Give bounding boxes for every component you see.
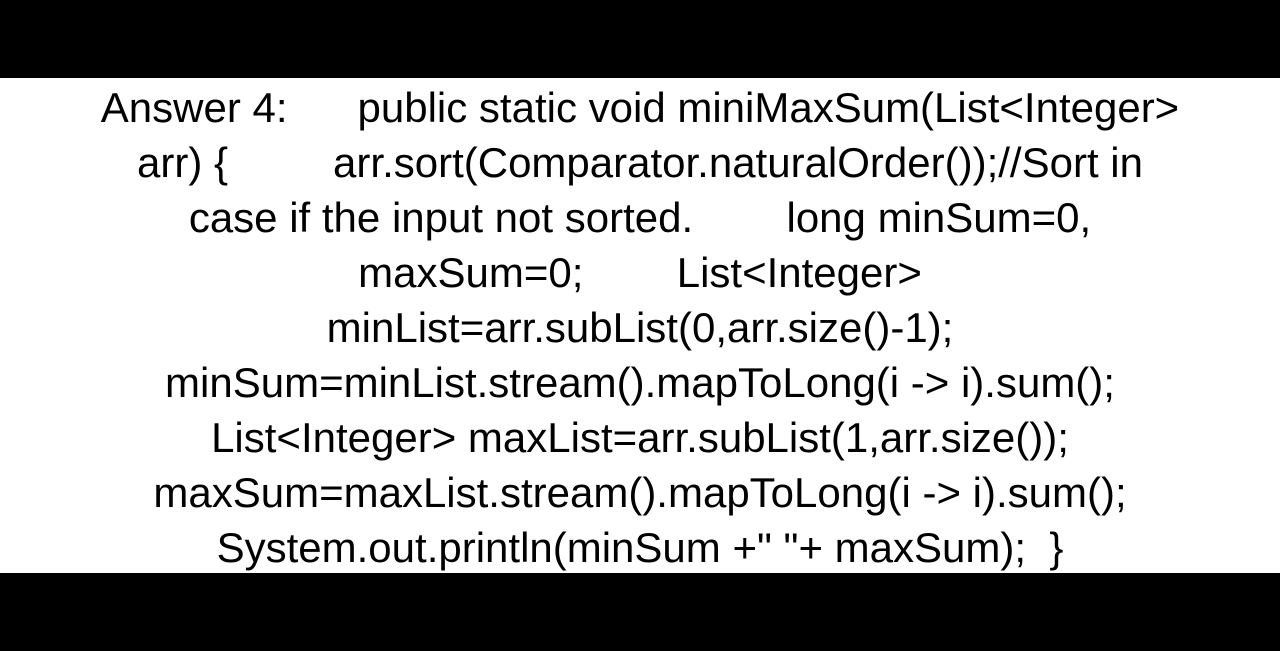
answer-text-panel: Answer 4: public static void miniMaxSum(… [0,78,1280,573]
answer-line-1: Answer 4: public static void miniMaxSum(… [100,84,1180,131]
answer-line-2: arr) { arr.sort(Comparator.naturalOrder(… [137,139,1143,186]
answer-line-4: maxSum=0; List<Integer> [358,249,922,296]
answer-line-8: maxSum=maxList.stream().mapToLong(i -> i… [153,469,1127,516]
answer-line-5: minList=arr.subList(0,arr.size()-1); [326,304,954,351]
top-letterbox-bar [0,0,1280,78]
answer-line-6: minSum=minList.stream().mapToLong(i -> i… [165,359,1115,406]
bottom-letterbox-bar [0,573,1280,651]
answer-line-7: List<Integer> maxList=arr.subList(1,arr.… [211,414,1069,461]
answer-line-9: System.out.println(minSum +" "+ maxSum);… [216,524,1064,571]
answer-line-3: case if the input not sorted. long minSu… [188,194,1092,241]
